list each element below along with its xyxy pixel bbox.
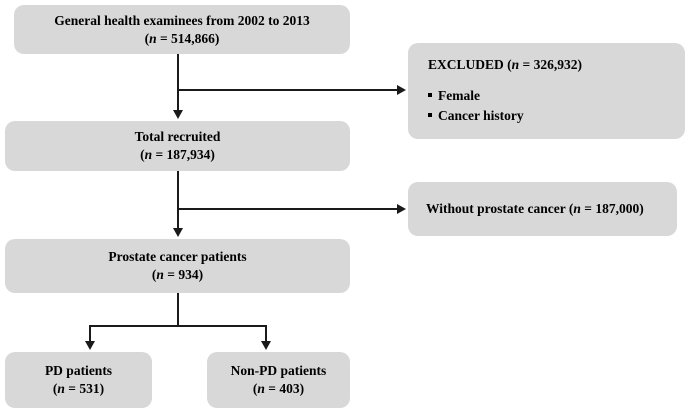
connector-recruited-to-without-arrowhead	[397, 204, 406, 214]
connector-prostate-to-nonpd-line	[265, 325, 267, 343]
node-total-recruited-count: (n = 187,934)	[140, 147, 215, 162]
node-excluded-item-cancer-history: Cancer history	[428, 107, 685, 125]
node-source-population: General health examinees from 2002 to 20…	[14, 5, 350, 54]
connector-prostate-to-pd-line	[89, 325, 91, 343]
connector-recruited-to-prostate-arrowhead	[173, 228, 183, 237]
bullet-square-icon	[428, 112, 432, 117]
node-total-recruited: Total recruited (n = 187,934)	[5, 121, 350, 171]
node-without-prostate-cancer: Without prostate cancer (n = 187,000)	[408, 182, 677, 236]
connector-source-to-recruited-arrowhead	[173, 110, 183, 119]
node-non-pd-patients: Non-PD patients (n = 403)	[207, 352, 350, 408]
node-pd-patients: PD patients (n = 531)	[5, 352, 152, 408]
node-prostate-cancer-patients-count: (n = 934)	[151, 267, 204, 282]
connector-source-to-excluded-arrowhead	[397, 85, 406, 95]
connector-source-to-excluded-line	[178, 89, 398, 91]
node-source-population-count: (n = 514,866)	[144, 30, 220, 46]
node-non-pd-patients-line1: Non-PD patients	[230, 363, 327, 379]
node-excluded-item-cancer-history-label: Cancer history	[438, 107, 524, 123]
connector-prostate-to-pd-arrowhead	[85, 341, 95, 350]
node-pd-patients-line1: PD patients	[44, 363, 113, 379]
node-source-population-line1: General health examinees from 2002 to 20…	[54, 12, 310, 28]
node-excluded-title: EXCLUDED (n = 326,932)	[428, 56, 582, 72]
connector-prostate-split-stem	[177, 293, 179, 326]
bullet-square-icon	[428, 93, 432, 98]
connector-prostate-split-bar	[89, 325, 267, 327]
node-prostate-cancer-patients: Prostate cancer patients (n = 934)	[5, 239, 350, 293]
node-non-pd-patients-count: (n = 403)	[252, 381, 305, 396]
node-excluded-item-female: Female	[428, 87, 685, 105]
connector-recruited-to-without-line	[178, 208, 398, 210]
node-excluded-item-female-label: Female	[438, 88, 480, 104]
connector-recruited-to-prostate-line	[177, 171, 179, 230]
node-pd-patients-count: (n = 531)	[52, 381, 105, 396]
connector-prostate-to-nonpd-arrowhead	[261, 341, 271, 350]
node-total-recruited-line1: Total recruited	[134, 129, 221, 145]
node-excluded: EXCLUDED (n = 326,932) Female Cancer his…	[408, 43, 685, 139]
node-without-prostate-cancer-label: Without prostate cancer (n = 187,000)	[426, 201, 644, 217]
node-prostate-cancer-patients-line1: Prostate cancer patients	[108, 249, 247, 265]
connector-source-to-recruited-line	[177, 54, 179, 112]
